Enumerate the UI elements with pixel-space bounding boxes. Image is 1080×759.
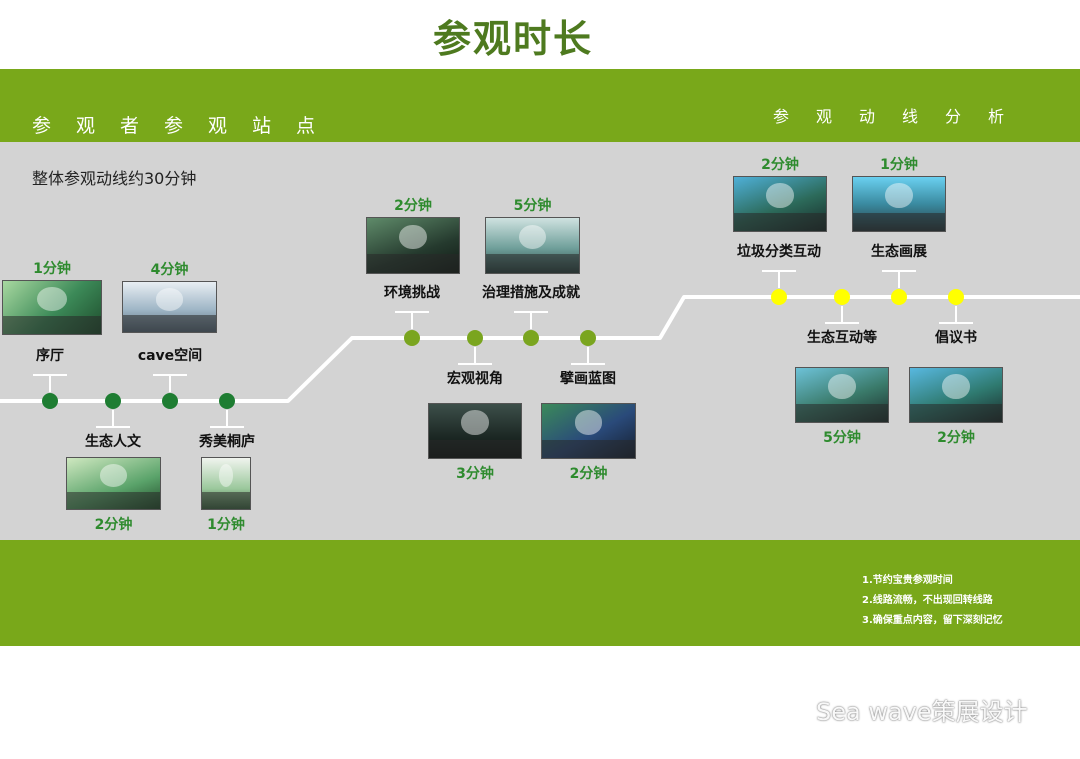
station-photo [2,280,102,335]
station-name: 环境挑战 [384,285,440,301]
station-duration: 2分钟 [94,517,133,533]
station-dot [467,330,483,346]
station-connector [530,313,532,329]
station-name: 擘画蓝图 [560,371,616,387]
station-connector [474,347,476,363]
station-name: cave空间 [137,348,203,364]
station-photo [201,457,251,510]
station-duration: 5分钟 [513,198,552,214]
note-item: 3.确保重点内容，留下深刻记忆 [862,615,1003,626]
page-title: 参观时长 [432,17,593,61]
station-photo [852,176,946,232]
station-connector [778,272,780,288]
station-photo [66,457,161,510]
station-connector-bar [96,426,130,428]
station-duration: 1分钟 [207,517,245,533]
station-photo [909,367,1003,423]
total-duration-summary: 整体参观动线约30分钟 [32,169,197,188]
station-dot [162,393,178,409]
station-duration: 5分钟 [823,430,861,446]
station-name: 生态人文 [85,434,141,450]
station-dot [105,393,121,409]
station-name: 治理措施及成就 [482,285,580,301]
station-dot [523,330,539,346]
watermark-text: Sea wave策展设计 [816,698,1028,726]
station-connector-bar [395,311,429,313]
station-photo [733,176,827,232]
station-connector [112,410,114,426]
station-dot [42,393,58,409]
section-heading-stations: 参观者参观站点 [32,115,341,137]
note-item: 1.节约宝贵参观时间 [862,575,953,586]
station-connector [226,410,228,426]
station-dot [580,330,596,346]
station-photo [122,281,217,333]
station-duration: 1分钟 [33,261,71,277]
station-photo [541,403,636,459]
station-connector-bar [210,426,244,428]
station-connector [955,306,957,322]
station-connector-bar [514,311,548,313]
station-dot [834,289,850,305]
station-connector [169,376,171,392]
route-polyline [0,295,1080,403]
header-band [0,69,1080,142]
design-notes: 1.节约宝贵参观时间 2.线路流畅，不出现回转线路 3.确保重点内容，留下深刻记… [862,571,1003,631]
station-name: 生态互动等 [807,330,877,346]
station-duration: 1分钟 [880,157,918,173]
station-name: 生态画展 [871,244,927,260]
station-connector [49,376,51,392]
footer-band [0,540,1080,646]
station-duration: 2分钟 [937,430,975,446]
station-connector-bar [939,322,973,324]
station-photo [428,403,522,459]
station-connector-bar [458,363,492,365]
note-item: 2.线路流畅，不出现回转线路 [862,595,993,606]
station-duration: 3分钟 [456,466,494,482]
station-duration: 2分钟 [394,198,432,214]
station-dot [219,393,235,409]
station-connector-bar [33,374,67,376]
station-connector [841,306,843,322]
station-duration: 2分钟 [761,157,799,173]
station-connector-bar [882,270,916,272]
station-photo [795,367,889,423]
station-duration: 4分钟 [150,262,189,278]
station-connector-bar [825,322,859,324]
station-connector-bar [571,363,605,365]
section-heading-route-analysis: 参观动线分析 [773,107,1032,126]
station-connector-bar [153,374,187,376]
station-connector [411,313,413,329]
wechat-icon [773,697,805,721]
station-name: 秀美桐庐 [199,434,255,450]
station-name: 垃圾分类互动 [737,244,821,260]
station-dot [891,289,907,305]
station-name: 倡议书 [935,330,977,346]
station-dot [948,289,964,305]
station-connector [898,272,900,288]
station-photo [485,217,580,274]
station-dot [404,330,420,346]
station-connector-bar [762,270,796,272]
station-photo [366,217,460,274]
station-name: 序厅 [36,348,64,364]
station-duration: 2分钟 [569,466,608,482]
station-name: 宏观视角 [447,371,503,387]
watermark: Sea wave策展设计 [772,692,1028,727]
station-connector [587,347,589,363]
station-dot [771,289,787,305]
